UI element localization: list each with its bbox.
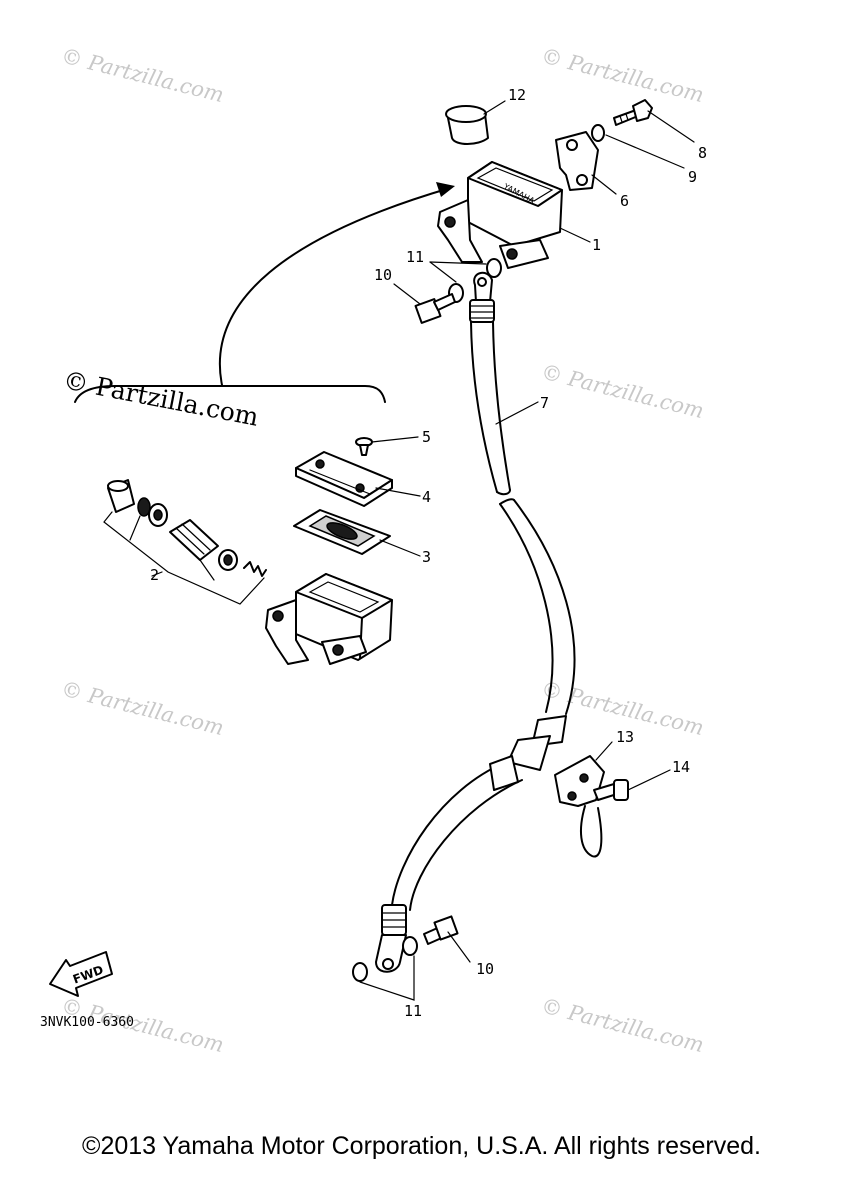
watermark: © Partzilla.com [539,994,706,1058]
part-14-screw [593,779,629,801]
callout-1: 1 [592,236,601,254]
callout-14: 14 [672,758,690,776]
master-cylinder-body-detail [265,573,393,665]
callout-12: 12 [508,86,526,104]
callout-11: 11 [404,1002,422,1020]
part-10-bolt [414,293,456,324]
callout-8: 8 [698,144,707,162]
callout-5: 5 [422,428,431,446]
detail-pointer [74,182,455,403]
part-11-washer [352,962,368,982]
copyright-notice: ©2013 Yamaha Motor Corporation, U.S.A. A… [82,1132,761,1160]
part-9-washer [591,124,605,142]
diagram-code: 3NVK100-6360 [40,1015,134,1030]
part-8-bolt [613,99,653,126]
part-4-cap [295,451,393,507]
part-6-clamp [555,131,599,191]
part-5-screw [355,437,373,456]
callout-10: 10 [374,266,392,284]
part-1-master-cylinder: YAMAHA [437,161,563,269]
part-11-washer [402,936,418,956]
fwd-arrow-icon: FWD [49,951,113,997]
watermark: © Partzilla.com [539,44,706,108]
part-3-diaphragm [293,509,391,555]
watermark: © Partzilla.com [59,44,226,108]
callout-9: 9 [688,168,697,186]
part-2-piston-kit [107,479,267,577]
callout-10: 10 [476,960,494,978]
watermark: © Partzilla.com [59,677,226,741]
callout-11: 11 [406,248,424,266]
callout-3: 3 [422,548,431,566]
callout-2: 2 [150,566,159,584]
callout-4: 4 [422,488,431,506]
callout-6: 6 [620,192,629,210]
leader-lines [103,100,695,1001]
part-7-brake-hose [375,271,576,973]
watermark-large: © Partzilla.com [61,365,261,431]
callout-13: 13 [616,728,634,746]
part-10-bolt [423,915,459,945]
watermark: © Partzilla.com [539,360,706,424]
callouts: 12 8 9 6 1 11 10 7 5 4 3 2 13 14 10 11 [150,86,707,1020]
part-13-bracket [554,755,605,858]
callout-7: 7 [540,394,549,412]
part-12-sleeve [445,105,489,145]
part-11-washer [486,258,502,278]
